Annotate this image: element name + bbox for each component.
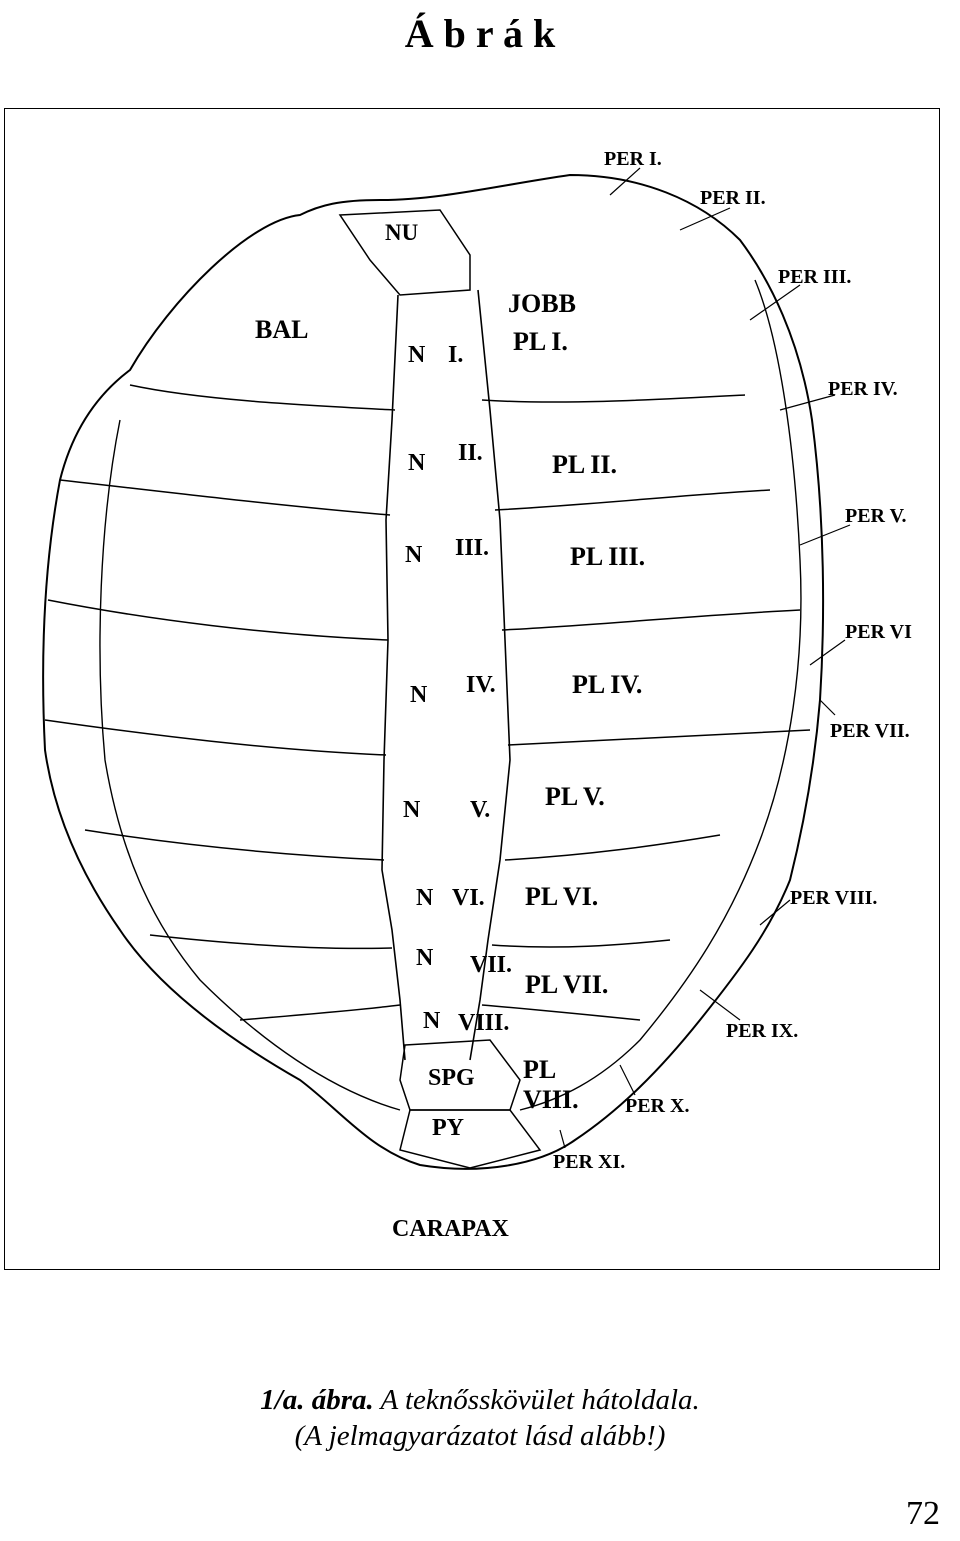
pygal-plate xyxy=(399,1109,542,1169)
figure-title-carapax: CARAPAX xyxy=(392,1216,510,1242)
label-peripheral-9: PER IX. xyxy=(726,1020,798,1042)
label-neural-2-n: N xyxy=(408,450,426,476)
label-pleural-4: PL IV. xyxy=(572,670,642,699)
label-neural-1-num: I. xyxy=(448,342,463,368)
caption-line-1: 1/a. ábra. A teknősskövület hátoldala. xyxy=(0,1382,960,1418)
label-peripheral-10: PER X. xyxy=(625,1095,689,1117)
carapace-outline xyxy=(42,173,825,1170)
figure-caption: 1/a. ábra. A teknősskövület hátoldala. (… xyxy=(0,1382,960,1454)
label-peripheral-4: PER IV. xyxy=(828,378,898,400)
neural-column xyxy=(381,289,511,1061)
label-peripheral-11: PER XI. xyxy=(553,1151,625,1173)
label-jobb: JOBB xyxy=(508,289,576,318)
page-title: Á b r á k xyxy=(404,11,556,56)
label-neural-5-num: V. xyxy=(470,797,490,823)
label-pleural-3: PL III. xyxy=(570,542,645,571)
label-bal: BAL xyxy=(255,315,308,344)
label-pleural-8-b: VIII. xyxy=(523,1085,579,1114)
caption-text: A teknősskövület hátoldala. xyxy=(373,1384,700,1416)
page-number: 72 xyxy=(906,1495,940,1532)
label-neural-2-num: II. xyxy=(458,440,483,466)
label-neural-3-n: N xyxy=(405,542,423,568)
label-peripheral-6: PER VI xyxy=(845,621,912,643)
label-neural-7-n: N xyxy=(416,945,434,971)
nuchal-plate xyxy=(338,209,471,296)
label-neural-8-n: N xyxy=(423,1008,441,1034)
label-peripheral-8: PER VIII. xyxy=(790,887,877,909)
pleural-sutures xyxy=(44,384,811,1021)
label-nuchal: NU xyxy=(385,220,419,245)
label-neural-6-n: N xyxy=(416,885,434,911)
label-neural-4-n: N xyxy=(410,682,428,708)
label-neural-4-num: IV. xyxy=(466,672,496,698)
label-pleural-7: PL VII. xyxy=(525,970,608,999)
caption-line-2: (A jelmagyarázatot lásd alább!) xyxy=(294,1420,666,1452)
label-neural-1-n: N xyxy=(408,342,426,368)
label-pleural-8-a: PL xyxy=(523,1055,556,1084)
label-peripheral-5: PER V. xyxy=(845,505,907,527)
label-pleural-6: PL VI. xyxy=(525,882,598,911)
label-pleural-5: PL V. xyxy=(545,782,605,811)
leader-lines xyxy=(559,167,851,1149)
label-peripheral-1: PER I. xyxy=(604,148,662,170)
label-peripheral-7: PER VII. xyxy=(830,720,910,742)
peripheral-boundary xyxy=(99,279,802,1111)
label-peripheral-3: PER III. xyxy=(778,266,851,288)
figure-frame xyxy=(4,108,940,1270)
label-neural-8-num: VIII. xyxy=(458,1010,509,1036)
label-neural-6-num: VI. xyxy=(452,885,485,911)
label-pleural-2: PL II. xyxy=(552,450,617,479)
label-suprapygal: SPG xyxy=(428,1065,475,1091)
label-pleural-1: PL I. xyxy=(513,327,568,356)
caption-number: 1/a. ábra. xyxy=(260,1384,374,1416)
label-neural-5-n: N xyxy=(403,797,421,823)
label-neural-3-num: III. xyxy=(455,535,489,561)
label-neural-7-num: VII. xyxy=(470,952,512,978)
label-peripheral-2: PER II. xyxy=(700,187,766,209)
label-pygal: PY xyxy=(432,1115,464,1141)
